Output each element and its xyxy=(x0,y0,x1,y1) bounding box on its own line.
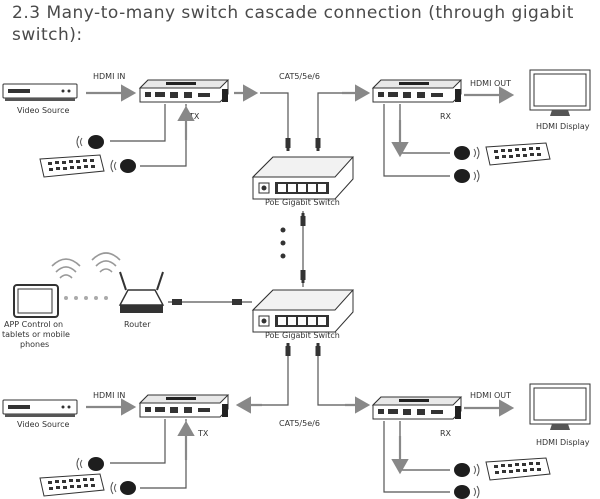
ir-blaster-icon xyxy=(88,457,104,471)
tx-label: TX xyxy=(188,112,200,121)
ir-sensor-icon xyxy=(120,481,136,495)
router-icon xyxy=(118,271,165,313)
ir-blaster-icon xyxy=(88,135,104,149)
ellipsis-dot xyxy=(280,240,286,246)
ir-signal-icon xyxy=(110,481,117,495)
ir-remote-icon xyxy=(485,457,551,481)
router-label: Router xyxy=(124,320,151,329)
cat-cable-label: CAT5/5e/6 xyxy=(279,419,320,428)
receiver-icon xyxy=(372,79,462,103)
section-heading: 2.3 Many-to-many switch cascade connecti… xyxy=(12,2,592,46)
wifi-icon xyxy=(91,252,121,273)
ir-sensor-icon xyxy=(454,146,470,160)
ir-signal-icon xyxy=(473,485,480,499)
hdmi-display-label: HDMI Display xyxy=(536,438,590,447)
hdmi-out-label: HDMI OUT xyxy=(470,391,511,400)
ir-blaster-icon xyxy=(454,169,470,183)
app-control-label-2: tablets or mobile xyxy=(2,330,70,339)
switch-icon xyxy=(252,156,354,200)
ir-remote-icon xyxy=(485,142,551,166)
ir-sensor-icon xyxy=(120,159,136,173)
ir-remote-icon xyxy=(39,473,105,497)
heading-line-1: 2.3 Many-to-many switch cascade connecti… xyxy=(12,3,574,23)
switch-icon xyxy=(252,289,354,333)
hdmi-display-label: HDMI Display xyxy=(536,122,590,131)
rx-label: RX xyxy=(440,429,452,438)
ir-signal-icon xyxy=(110,159,117,173)
ir-sensor-icon xyxy=(454,463,470,477)
ir-remote-icon xyxy=(39,154,105,178)
ellipsis-dot xyxy=(280,253,286,259)
hdmi-in-label: HDMI IN xyxy=(93,72,125,81)
ellipsis-dot xyxy=(280,227,286,233)
tx-label: TX xyxy=(197,429,209,438)
switch-label: PoE Gigabit Switch xyxy=(265,198,340,207)
transmitter-icon xyxy=(139,79,229,103)
receiver-icon xyxy=(372,396,462,420)
monitor-icon xyxy=(529,383,591,431)
ir-signal-icon xyxy=(473,463,480,477)
wifi-icon xyxy=(51,258,81,279)
ir-signal-icon xyxy=(76,457,83,471)
video-source-label: Video Source xyxy=(17,420,70,429)
ir-signal-icon xyxy=(473,146,480,160)
video-source-icon xyxy=(2,399,78,418)
hdmi-out-label: HDMI OUT xyxy=(470,79,511,88)
app-control-label-1: APP Control on xyxy=(4,320,63,329)
hdmi-in-label: HDMI IN xyxy=(93,391,125,400)
transmitter-icon xyxy=(139,394,229,418)
app-control-label-3: phones xyxy=(20,340,49,349)
heading-line-2: switch): xyxy=(12,25,83,45)
cat-cable-label: CAT5/5e/6 xyxy=(279,72,320,81)
ir-signal-icon xyxy=(76,135,83,149)
switch-label: PoE Gigabit Switch xyxy=(265,331,340,340)
ir-blaster-icon xyxy=(454,485,470,499)
video-source-icon xyxy=(2,83,78,102)
video-source-label: Video Source xyxy=(17,106,70,115)
monitor-icon xyxy=(529,69,591,117)
wireless-link-dots xyxy=(64,296,108,300)
ir-signal-icon xyxy=(473,169,480,183)
rx-label: RX xyxy=(440,112,452,121)
